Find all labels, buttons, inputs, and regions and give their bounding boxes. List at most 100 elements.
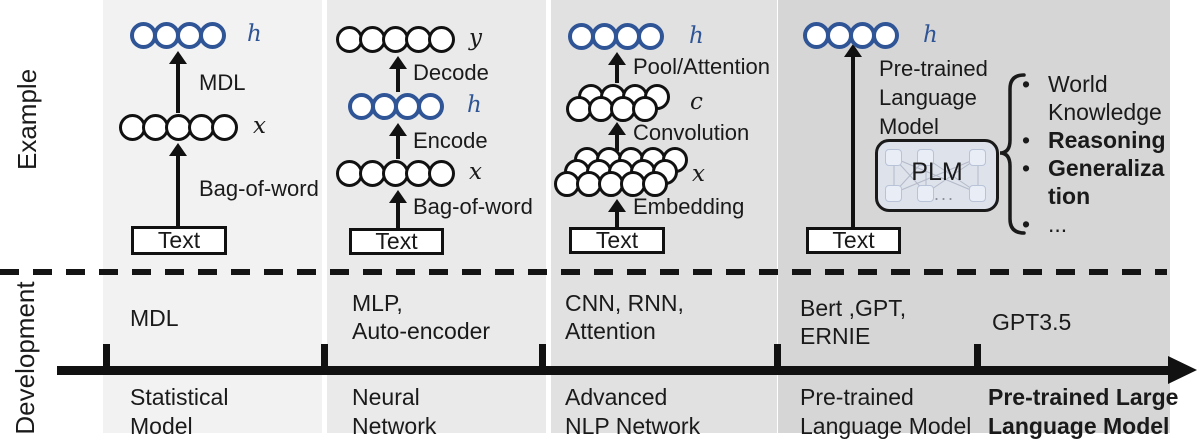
plm-unit-square [917, 149, 934, 166]
node-row-h [803, 22, 899, 49]
node-row-h [130, 22, 226, 49]
bullet-icon: • [1022, 127, 1031, 153]
edge-label-decode: Decode [413, 60, 489, 85]
era-models-neural: MLP, Auto-encoder [352, 290, 491, 344]
math-label-h: h [467, 92, 482, 118]
capability-item: •Generaliza tion [1022, 154, 1172, 210]
node-circle [405, 160, 432, 187]
node-circle [826, 22, 853, 49]
plm-ellipsis: ... [934, 184, 956, 204]
arrowhead-icon [389, 190, 407, 203]
era-name-advanced-nlp: Advanced NLP Network [565, 384, 701, 439]
node-row-h [348, 93, 444, 120]
capability-text: ... [1048, 211, 1068, 237]
capability-item: • Reasoning [1022, 126, 1172, 154]
cluster-row [566, 96, 658, 122]
column-bg-advanced-nlp [551, 0, 777, 433]
timeline-tick [539, 344, 546, 371]
edge-label-embedding: Embedding [633, 194, 745, 219]
edge-label-pool-attention: Pool/Attention [633, 54, 770, 79]
node-circle [632, 96, 658, 122]
edge-label-bag-of-word: Bag-of-word [199, 176, 319, 201]
arrowhead-icon [389, 56, 407, 69]
math-label-x: x [253, 113, 266, 139]
text-input-box: Text [349, 228, 444, 255]
plm-box-label: PLM [911, 158, 963, 186]
node-circle [153, 22, 180, 49]
capability-text: Generaliza tion [1048, 155, 1165, 209]
capability-item: • World Knowledge [1022, 70, 1172, 126]
node-circle [428, 26, 455, 53]
edge-label-convolution: Convolution [633, 120, 750, 145]
text-input-box: Text [131, 226, 227, 255]
timeline-tick [974, 344, 981, 371]
cluster-row [554, 171, 668, 197]
era-name-statistical: Statistical Model [130, 384, 229, 439]
plm-model-box: PLM ... [875, 139, 999, 212]
arrowhead-icon [169, 51, 187, 64]
math-label-x: x [469, 159, 482, 185]
node-circle [336, 26, 363, 53]
timeline-tick [103, 344, 110, 371]
node-circle [428, 160, 455, 187]
math-label-h: h [689, 23, 704, 49]
capability-item: •... [1022, 210, 1172, 238]
bullet-icon: • [1022, 211, 1031, 237]
plm-unit-square [917, 185, 934, 202]
node-circle [591, 23, 618, 50]
arrowhead-icon [608, 52, 626, 65]
arrowhead-icon [389, 123, 407, 136]
capability-text: Reasoning [1048, 127, 1166, 153]
node-circle [849, 22, 876, 49]
node-circle [637, 23, 664, 50]
math-label-x: x [692, 161, 705, 187]
capability-text: World Knowledge [1048, 71, 1162, 125]
node-circle [610, 96, 636, 122]
node-row-x [119, 114, 238, 141]
node-circle [199, 22, 226, 49]
plm-title: Pre-trained Language Model [879, 56, 988, 139]
timeline-arrowhead-icon [1168, 356, 1197, 384]
node-circle [382, 26, 409, 53]
column-bg-neural [327, 0, 546, 433]
plm-unit-square [969, 149, 986, 166]
edge-label-encode: Encode [413, 128, 488, 153]
edge-label-mdl: MDL [199, 70, 246, 95]
node-circle [211, 114, 238, 141]
node-row-h [568, 23, 664, 50]
node-circle [872, 22, 899, 49]
era-models-llm: GPT3.5 [992, 309, 1072, 335]
curly-brace-icon [999, 73, 1026, 235]
plm-unit-square [885, 149, 902, 166]
row-label-example: Example [12, 68, 42, 170]
node-circle [371, 93, 398, 120]
math-label-h: h [923, 22, 938, 48]
arrowhead-icon [608, 199, 626, 212]
node-circle [405, 26, 432, 53]
math-label-y: y [469, 25, 482, 51]
timeline-axis [57, 366, 1170, 375]
era-models-advanced-nlp: CNN, RNN, Attention [565, 290, 684, 344]
arrowhead-icon [169, 143, 187, 156]
timeline-tick [774, 344, 781, 371]
plm-unit-square [969, 185, 986, 202]
column-bg-statistical [103, 0, 322, 433]
plm-capability-list: •World Knowledge•Reasoning•Generaliza ti… [1022, 70, 1172, 238]
timeline-tick [321, 344, 328, 371]
text-input-box: Text [569, 227, 665, 254]
era-models-statistical: MDL [130, 305, 179, 331]
dashed-separator-line [0, 269, 1167, 275]
math-label-c: c [690, 89, 703, 115]
text-input-box: Text [806, 227, 901, 254]
era-name-llm: Pre-trained Large Language Model [988, 384, 1179, 439]
plm-unit-square [885, 185, 902, 202]
bullet-icon: • [1022, 71, 1031, 97]
node-circle [642, 171, 668, 197]
node-circle [566, 96, 592, 122]
node-circle [554, 171, 580, 197]
node-circle [417, 93, 444, 120]
era-name-neural: Neural Network [352, 384, 437, 439]
node-circle [359, 160, 386, 187]
node-row-y [336, 26, 455, 53]
